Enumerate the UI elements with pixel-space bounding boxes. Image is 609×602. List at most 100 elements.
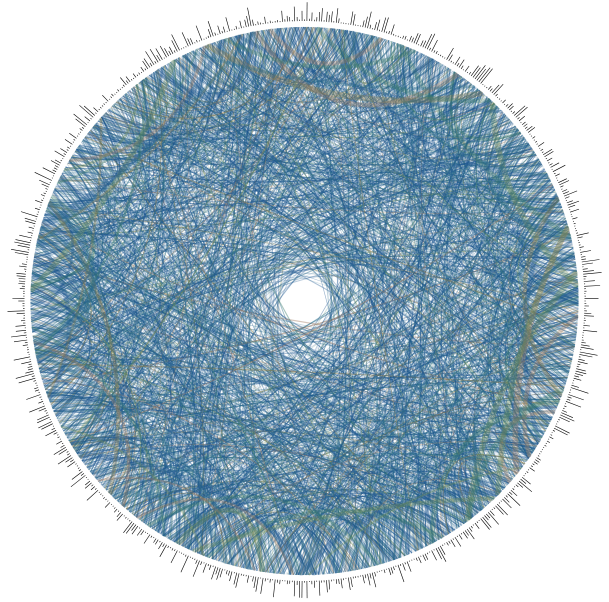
chord-edge [264,29,579,288]
histogram-tick [514,105,526,116]
chord-edge [33,344,133,506]
histogram-tick [76,465,79,467]
chord-edge [296,27,335,574]
histogram-tick [464,530,469,536]
chord-edge [322,97,489,575]
chord-edge [34,250,86,365]
chord-edge [36,30,348,243]
chord-edge [35,196,94,357]
chord-bundle [40,37,227,228]
chord-edge [61,173,153,522]
histogram-tick [225,570,228,575]
chord-edge [35,32,253,251]
chord-edge [35,114,507,249]
chord-edge [32,266,431,545]
histogram-tick [480,68,493,84]
chord-edge [182,55,571,235]
chord-edge [407,47,578,331]
chord-edge [167,63,568,379]
chord-edge [30,39,223,295]
chord-edge [135,26,305,518]
chord-edge [101,54,188,486]
histogram-tick [155,539,159,545]
chord-edge [32,267,579,310]
chord-edge [58,418,124,489]
chord-edge [263,306,579,573]
chord-edge [94,178,550,478]
histogram-tick [575,370,587,375]
chord-edge [235,35,376,566]
chord-edge [58,37,230,182]
histogram-tick [69,132,77,139]
chord-edge [79,291,579,459]
chord-edge [341,29,368,568]
chord-edge [201,27,289,556]
chord-edge [199,47,541,166]
chord-edge [122,210,564,506]
chord-edge [236,35,562,398]
chord-edge [129,89,323,575]
chord-edge [72,430,513,481]
histogram-tick [94,488,97,490]
histogram-tick [518,480,533,493]
chord-edge [417,471,508,550]
chord-edge [416,467,514,551]
chord-edge [59,221,567,424]
chord-edge [37,363,565,388]
histogram-tick [39,396,42,398]
histogram-tick [433,50,436,53]
chord-edge [350,449,533,572]
chord-bundle [205,42,484,104]
chord-edge [381,505,447,564]
chord-edge [30,35,374,317]
chord-edge [43,383,530,459]
histogram-tick [93,107,99,113]
chord-edge [176,58,495,499]
chord-edge [411,49,486,116]
chord-edge [120,28,273,505]
chord-edge [245,179,551,569]
histogram-tick [192,557,194,560]
histogram-tick [435,548,442,560]
chord-edge [351,151,535,571]
chord-edge [343,345,575,573]
chord-edge [402,45,488,506]
histogram-tick [293,580,295,597]
chord-edge [216,32,363,87]
histogram-tick [71,471,83,480]
chord-edge [60,175,371,568]
chord-edge [33,26,300,345]
chord-edge [43,232,571,385]
histogram-tick [153,536,155,539]
chord-edge [175,31,258,91]
histogram-tick [57,434,59,436]
histogram-tick [554,425,570,434]
chord-edge [54,58,432,190]
chord-edge [32,259,80,338]
histogram-tick [393,33,395,36]
chord-edge [64,116,131,435]
histogram-tick [515,106,528,118]
chord-edge [47,394,117,478]
chord-edge [217,41,324,575]
chord-edge [131,51,419,514]
histogram-tick [116,513,123,521]
histogram-tick [545,157,548,160]
chord-edge [265,29,499,495]
chord-edge [86,37,380,468]
chord-edge [135,84,336,574]
chord-edge [76,148,576,263]
chord-edge [117,426,545,502]
chord-edge [150,28,332,103]
histogram-tick [78,469,82,472]
chord-edge [35,203,561,355]
chord-edge [198,516,224,561]
chord-edge [92,127,556,195]
chord-bundle [512,225,571,475]
chord-edge [60,33,364,427]
histogram-tick [229,571,233,582]
histogram-tick [536,143,538,145]
chord-edge [93,26,304,136]
chord-edge [290,27,442,539]
histogram-tick [143,534,151,544]
